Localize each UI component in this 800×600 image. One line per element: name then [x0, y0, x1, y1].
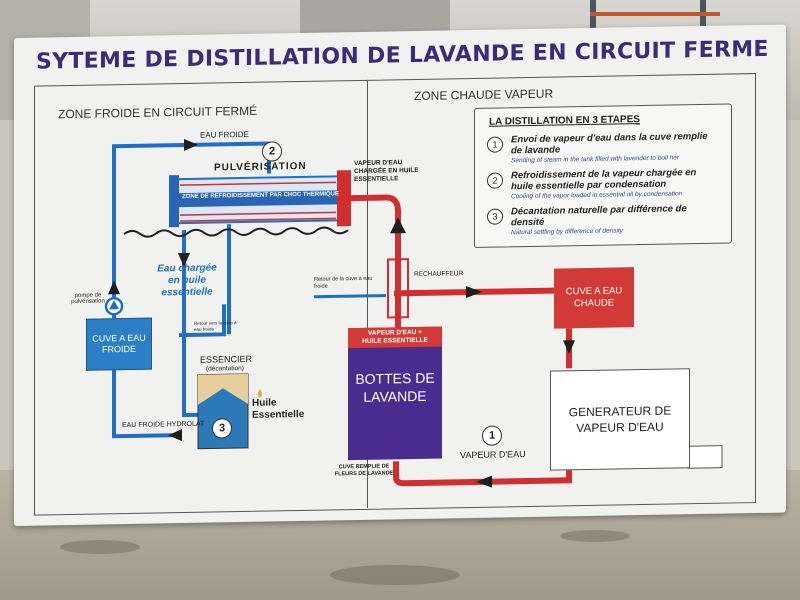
cuve-eau-chaude: CUVE A EAU CHAUDE — [554, 267, 634, 328]
info-step-1: 1 Envoi de vapeur d'eau dans la cuve rem… — [487, 131, 727, 135]
info-step-3: 3 Décantation naturelle par différence d… — [487, 203, 727, 207]
vapeur-chargee-label: VAPEUR D'EAU CHARGÉE EN HUILE ESSENTIELL… — [354, 159, 430, 184]
info-step-text: Envoi de vapeur d'eau dans la cuve rempl… — [511, 131, 721, 157]
floor-stain — [60, 540, 140, 554]
water-surface-wave — [124, 227, 348, 237]
floor-stain — [330, 565, 460, 585]
arrow-hydrolat — [168, 429, 182, 441]
cuve-remplie-label: CUVE REMPLIE DE FLEURS DE LAVANDE — [332, 463, 396, 478]
info-step-2: 2 Refroidissement de la vapeur chargée e… — [487, 167, 727, 171]
pulverisation-label: PULVÉRISATION — [214, 161, 307, 174]
info-step-number: 1 — [487, 136, 503, 152]
arrow-down-generator — [563, 340, 575, 354]
vapeur-eau-label: VAPEUR D'EAU — [460, 449, 526, 460]
arrow-to-cuve-chaude — [466, 286, 482, 298]
retour-cuve-label: Retour de la cuve à eau froide — [314, 276, 374, 291]
rack-shelf — [590, 12, 720, 16]
hydrolat-label: EAU FROIDE HYDROLAT — [122, 421, 204, 429]
pompe-label: pompe de pulvérisation — [64, 292, 112, 305]
cuve-eau-chaude-label: CUVE A EAU CHAUDE — [559, 285, 629, 310]
essencier-label: ESSENCIER — [200, 354, 252, 365]
info-step-text: Décantation naturelle par différence de … — [511, 203, 721, 229]
eau-froide-label: EAU FROIDE — [200, 130, 249, 140]
huile-essentielle-label: Huile Essentielle — [252, 397, 306, 422]
bottes-label: BOTTES DE LAVANDE — [353, 369, 437, 406]
decantation-label: (décantation) — [206, 365, 244, 373]
distillation-board: SYTEME DE DISTILLATION DE LAVANDE EN CIR… — [14, 25, 786, 526]
cuve-eau-froide-label: CUVE A EAU FROIDE — [87, 333, 151, 356]
bottes-tank: VAPEUR D'EAU + HUILE ESSENTIELLE BOTTES … — [348, 327, 442, 461]
generateur-box: GENERATEUR DE VAPEUR D'EAU — [550, 368, 690, 470]
arrow-vapor-up — [390, 217, 406, 233]
rechauffeur-label: RECHAUFFEUR — [414, 270, 463, 278]
cold-return-to-rechauffeur — [314, 296, 386, 297]
info-step-text: Refroidissement de la vapeur chargée en … — [511, 167, 721, 193]
info-step-number: 3 — [487, 208, 503, 224]
vapeur-huile-header: VAPEUR D'EAU + HUILE ESSENTIELLE — [348, 327, 442, 349]
hot-pipe-vapor-up — [351, 197, 398, 342]
info-step-number: 2 — [487, 172, 503, 188]
vapeur-huile-label: VAPEUR D'EAU + HUILE ESSENTIELLE — [360, 329, 430, 346]
generator-outlet — [688, 446, 722, 469]
arrow-eau-froide — [184, 139, 198, 151]
floor-stain — [560, 530, 630, 542]
steps-info-box: LA DISTILLATION EN 3 ETAPES 1 Envoi de v… — [474, 103, 732, 248]
info-title: LA DISTILLATION EN 3 ETAPES — [489, 114, 640, 128]
arrow-bottom-left — [476, 476, 492, 488]
oil-drop-icon — [258, 389, 262, 398]
cuve-eau-froide: CUVE A EAU FROIDE — [86, 318, 152, 371]
condenser-cap-left — [169, 175, 179, 227]
eau-chargee-label: Eau chargée en huile essentielle — [154, 262, 220, 299]
retour-small-label: Retour vers la cuve à eau froide — [194, 320, 244, 333]
generateur-label: GENERATEUR DE VAPEUR D'EAU — [565, 402, 675, 436]
condenser-cap-right — [337, 170, 351, 226]
